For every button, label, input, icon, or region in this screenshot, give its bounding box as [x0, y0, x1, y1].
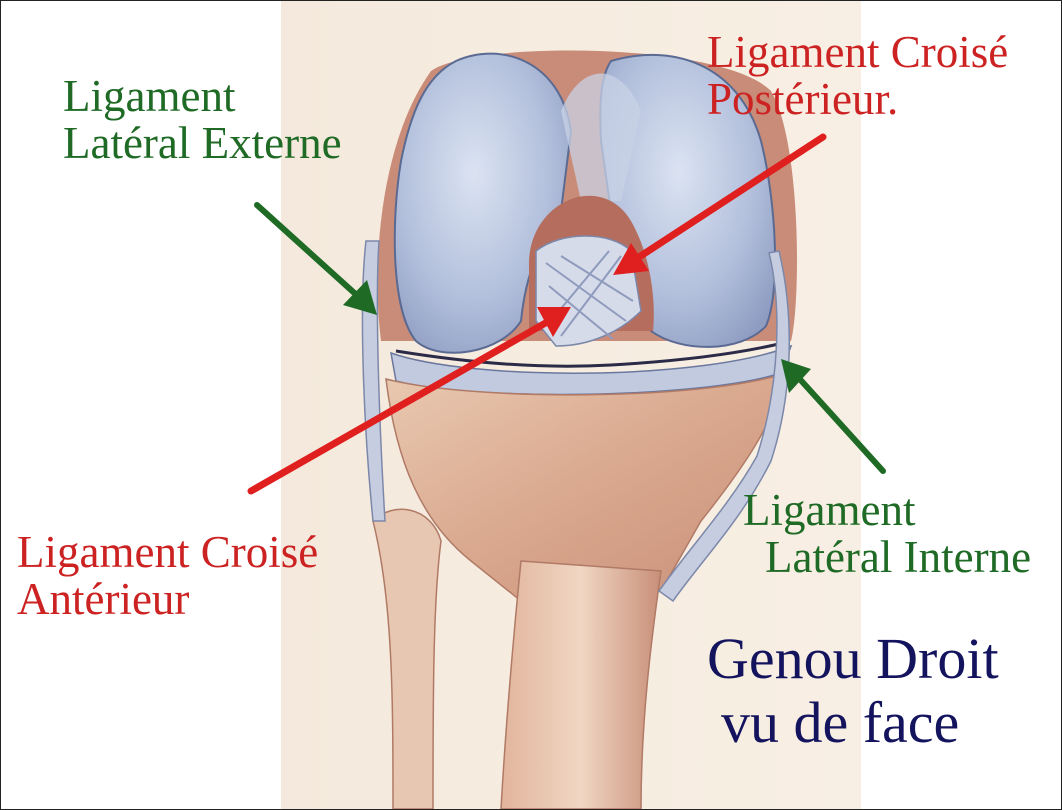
tibia-shaft — [501, 561, 661, 809]
label-line: Ligament — [743, 487, 1031, 534]
label-ligament-lateral-externe: Ligament Latéral Externe — [63, 73, 342, 168]
figure-title: Genou Droit vu de face — [707, 627, 999, 755]
label-line: Antérieur — [17, 576, 318, 623]
title-line: vu de face — [721, 691, 999, 755]
title-line: Genou Droit — [707, 627, 999, 691]
label-ligament-croise-anterieur: Ligament Croisé Antérieur — [17, 529, 318, 624]
label-line: Ligament Croisé — [707, 29, 1008, 76]
label-ligament-croise-posterieur: Ligament Croisé Postérieur. — [707, 29, 1008, 124]
label-line: Latéral Interne — [765, 534, 1031, 581]
label-line: Postérieur. — [707, 76, 1008, 123]
label-line: Ligament Croisé — [17, 529, 318, 576]
label-line: Ligament — [63, 73, 342, 120]
label-ligament-lateral-interne: Ligament Latéral Interne — [743, 487, 1031, 582]
label-line: Latéral Externe — [63, 120, 342, 167]
